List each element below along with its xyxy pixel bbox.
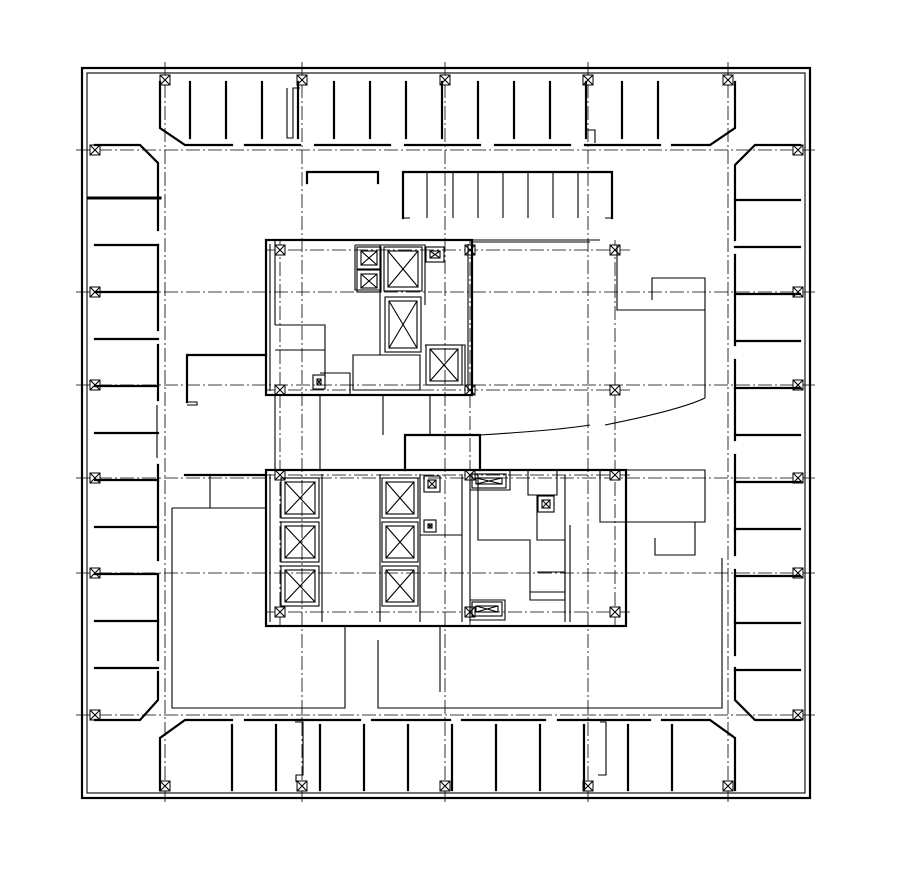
- column: [609, 606, 621, 618]
- elevator-cab: [312, 374, 326, 390]
- east-partitions: [733, 198, 802, 672]
- elevator-cab: [537, 495, 555, 513]
- column: [609, 384, 621, 396]
- column: [609, 469, 621, 481]
- west-partitions: [93, 243, 160, 670]
- column: [722, 780, 734, 792]
- elevator-cab: [381, 521, 419, 563]
- elevator-cab: [280, 521, 320, 563]
- west-office-band: [86, 143, 162, 722]
- column: [89, 144, 101, 156]
- elevator-cab: [280, 565, 320, 607]
- column: [792, 144, 804, 156]
- central-corridor: [171, 353, 723, 709]
- column: [722, 74, 734, 86]
- elevator-cab: [381, 477, 419, 519]
- east-office-band: [733, 143, 802, 722]
- column: [89, 709, 101, 721]
- column: [464, 244, 476, 256]
- column: [274, 384, 286, 396]
- column: [464, 384, 476, 396]
- column: [159, 780, 171, 792]
- column: [159, 74, 171, 86]
- elevator-cab: [356, 269, 382, 293]
- north-office-band: [158, 80, 737, 147]
- elevator-cab: [356, 246, 382, 270]
- south-office-band: [158, 718, 737, 792]
- elevator-cab: [384, 296, 422, 353]
- perimeter-columns: [89, 74, 804, 792]
- upper-core: [264, 238, 600, 435]
- column: [89, 472, 101, 484]
- elevator-cab: [383, 246, 423, 292]
- column: [792, 567, 804, 579]
- column: [439, 780, 451, 792]
- column: [274, 606, 286, 618]
- column: [792, 286, 804, 298]
- elevator-cab: [381, 565, 419, 607]
- north-partitions: [188, 80, 660, 140]
- elevator-cab: [425, 344, 463, 386]
- elevator-cab: [471, 601, 503, 617]
- east-service-area: [599, 245, 706, 556]
- elevator-cab: [471, 473, 507, 489]
- column: [792, 709, 804, 721]
- elevator-cab: [423, 519, 437, 533]
- column: [274, 244, 286, 256]
- elevator-cab: [425, 246, 445, 263]
- column: [609, 244, 621, 256]
- elevator-cab: [423, 475, 441, 493]
- column: [296, 780, 308, 792]
- north-interior: [305, 170, 614, 220]
- south-partitions: [230, 723, 674, 792]
- elevator-cab: [280, 477, 320, 519]
- column: [582, 74, 594, 86]
- upper-elevator-bank: [312, 246, 463, 390]
- lower-core: [264, 468, 628, 628]
- structural-grid: [76, 62, 815, 805]
- exterior-wall: [80, 66, 812, 800]
- lower-elevator-banks: [280, 473, 555, 617]
